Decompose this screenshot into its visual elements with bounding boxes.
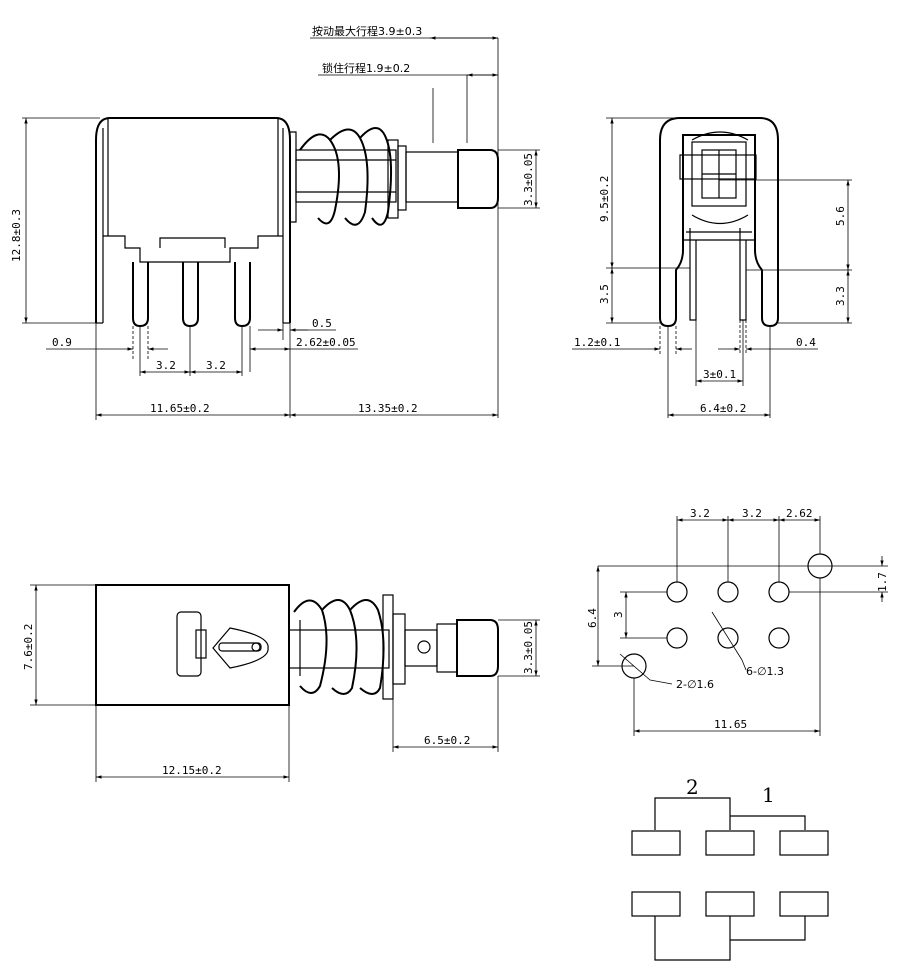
- side-frame: [659, 117, 779, 328]
- top-plunger-ext-label: 6.5±0.2: [424, 734, 470, 747]
- footprint-offset-label: 2.62: [786, 507, 813, 520]
- side-view: 9.5±0.2 3.5 5.6 3.3 1.2±0.1 0.4 3±0.1: [572, 117, 852, 418]
- footprint-frame-offset-label: 1.7: [876, 572, 889, 592]
- side-pin-right-label: 3.3: [834, 286, 847, 306]
- side-pin-spacing-label: 3±0.1: [703, 368, 736, 381]
- plunger-length-label: 13.35±0.2: [358, 402, 418, 415]
- schematic-label-2: 2: [686, 775, 699, 799]
- lock-stroke-label: 锁住行程1.9±0.2: [322, 61, 410, 75]
- pin-offset-label: 2.62±0.05: [296, 336, 356, 349]
- side-pin-thick-label: 0.4: [796, 336, 816, 349]
- max-stroke-label: 按动最大行程3.9±0.3: [312, 24, 422, 38]
- schematic-contact: [631, 891, 681, 917]
- top-width-label: 7.6±0.2: [22, 624, 35, 670]
- footprint-big-holes-label: 2-∅1.6: [676, 678, 714, 691]
- front-plunger-cap: [457, 149, 499, 209]
- footprint-hole: [717, 627, 739, 649]
- pitch-b-label: 3.2: [206, 359, 226, 372]
- footprint-pitch-2-label: 3.2: [742, 507, 762, 520]
- side-pin-left-label: 3.5: [598, 284, 611, 304]
- top-view: 7.6±0.2 3.3±0.05 6.5±0.2 12.15±0.2: [22, 584, 540, 782]
- schematic-contact: [631, 830, 681, 856]
- schematic-contact: [705, 830, 755, 856]
- footprint-small-holes-label: 6-∅1.3: [746, 665, 784, 678]
- side-width-label: 6.4±0.2: [700, 402, 746, 415]
- footprint-hole: [768, 581, 790, 603]
- footprint-hole: [666, 581, 688, 603]
- front-plunger-dia-label: 3.3±0.05: [522, 153, 535, 206]
- front-height-label: 12.8±0.3: [10, 209, 23, 262]
- side-frame-thick-label: 1.2±0.1: [574, 336, 620, 349]
- front-pin-1: [132, 262, 149, 328]
- footprint-hole: [666, 627, 688, 649]
- footprint-width-label: 11.65: [714, 718, 747, 731]
- body-length-label: 11.65±0.2: [150, 402, 210, 415]
- front-pin-3: [234, 262, 251, 328]
- footprint-hole: [768, 627, 790, 649]
- frame-thickness-label: 0.5: [312, 317, 332, 330]
- pcb-footprint: 3.2 3.2 2.62 1.7 6.4 3 2-∅1.6 6-∅1.3 11.…: [586, 507, 889, 736]
- front-view: 按动最大行程3.9±0.3 锁住行程1.9±0.2 12.8±0.3 3.3±0…: [10, 24, 540, 420]
- schematic-contact: [779, 830, 829, 856]
- footprint-pitch-1-label: 3.2: [690, 507, 710, 520]
- side-top-to-pin-label: 5.6: [834, 206, 847, 226]
- pin-thickness-label: 0.9: [52, 336, 72, 349]
- front-body-outline: [95, 117, 291, 323]
- schematic-contact: [779, 891, 829, 917]
- top-body-length-label: 12.15±0.2: [162, 764, 222, 777]
- side-height-label: 9.5±0.2: [598, 176, 611, 222]
- front-spring: [299, 133, 340, 225]
- footprint-hole: [717, 581, 739, 603]
- top-plunger-dia-label: 3.3±0.05: [522, 621, 535, 674]
- schematic-contact: [705, 891, 755, 917]
- top-spring: [293, 599, 328, 694]
- schematic-label-1: 1: [762, 783, 775, 807]
- footprint-row-pitch-label: 3: [612, 611, 625, 618]
- front-pin-2: [182, 262, 199, 328]
- switch-schematic: 2 1: [631, 775, 829, 961]
- pitch-a-label: 3.2: [156, 359, 176, 372]
- top-plunger-cap: [456, 619, 499, 677]
- footprint-height-label: 6.4: [586, 608, 599, 628]
